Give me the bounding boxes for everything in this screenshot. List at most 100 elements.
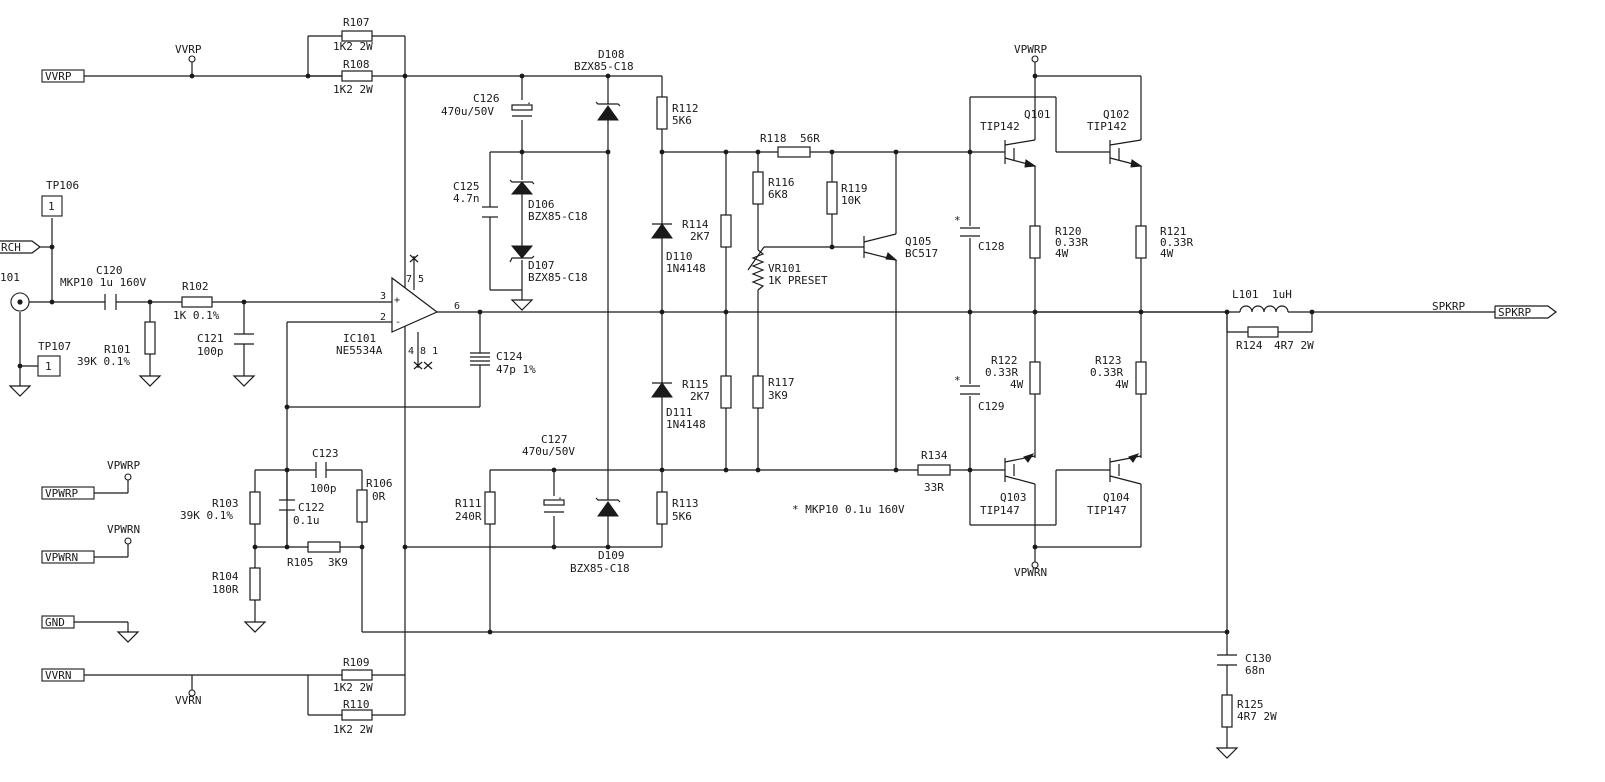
r102-val: 1K 0.1%: [173, 309, 220, 322]
c128-ref: C128: [978, 240, 1005, 253]
r116-val: 6K8: [768, 188, 788, 201]
ic101-part: NE5534A: [336, 344, 383, 357]
port-vpwrn-label: VPWRN: [45, 551, 78, 564]
d109-val: BZX85-C18: [570, 562, 630, 575]
r123-val2: 4W: [1115, 378, 1129, 391]
opamp-pin6: 6: [454, 301, 460, 312]
r113-body: [656, 491, 668, 525]
r134-val: 33R: [924, 481, 944, 494]
r120-val: 0.33R: [1055, 236, 1088, 249]
r101-val: 39K 0.1%: [77, 355, 130, 368]
q104-ref: Q104: [1103, 491, 1130, 504]
c121-val: 100p: [197, 345, 224, 358]
l101-ref: L101: [1232, 288, 1259, 301]
c120-val: MKP10 1u 160V: [60, 276, 146, 289]
r114-ref: R114: [682, 218, 709, 231]
c126-polarity: .: [526, 96, 532, 107]
r134-body: [917, 464, 951, 476]
c126-ref: C126: [473, 92, 500, 105]
jack-label: 101: [0, 271, 20, 284]
l101-val: 1uH: [1272, 288, 1292, 301]
r120-val2: 4W: [1055, 247, 1069, 260]
r109-body: [341, 669, 373, 681]
r108-body: [341, 70, 373, 82]
r110-ref: R110: [343, 698, 370, 711]
r114-body: [720, 214, 732, 248]
d106-val: BZX85-C18: [528, 210, 588, 223]
l101-coil: [1239, 305, 1290, 313]
r121-val: 0.33R: [1160, 236, 1193, 249]
r113-ref: R113: [672, 497, 699, 510]
port-vvrn: VVRN: [41, 668, 85, 682]
q103-ref: Q103: [1000, 491, 1027, 504]
port-rch: RCH: [0, 240, 41, 254]
r108-ref: R108: [343, 58, 370, 71]
r104-val: 180R: [212, 583, 239, 596]
r117-val: 3K9: [768, 389, 788, 402]
vr101-ref: VR101: [768, 262, 801, 275]
port-vpwrp-label: VPWRP: [45, 487, 78, 500]
rail-spkrp-label: SPKRP: [1432, 300, 1465, 313]
r116-body: [752, 171, 764, 205]
port-vpwrn: VPWRN: [41, 550, 95, 564]
vr101-symbol: [747, 246, 765, 291]
c121-ref: C121: [197, 332, 224, 345]
ground-symbols: [8, 299, 1239, 759]
r120-ref: R120: [1055, 225, 1082, 238]
r109-val: 1K2 2W: [333, 681, 373, 694]
r117-body: [752, 375, 764, 409]
r125-val: 4R7 2W: [1237, 710, 1277, 723]
r115-body: [720, 375, 732, 409]
q102-val: TIP142: [1087, 120, 1127, 133]
r112-ref: R112: [672, 102, 699, 115]
q104-val: TIP147: [1087, 504, 1127, 517]
c122-ref: C122: [298, 501, 325, 514]
r134-ref: R134: [921, 449, 948, 462]
port-vvrp: VVRP: [41, 69, 85, 83]
r111-val: 240R: [455, 510, 482, 523]
r125-body: [1221, 694, 1233, 728]
r124-val: 4R7 2W: [1274, 339, 1314, 352]
d111-ref: D111: [666, 406, 693, 419]
r103-ref: R103: [212, 497, 239, 510]
input-jack: 101: [0, 271, 30, 312]
r107-ref: R107: [343, 16, 370, 29]
port-gnd-label: GND: [45, 616, 65, 629]
r101-body: [144, 321, 156, 355]
d106-ref: D106: [528, 198, 555, 211]
opamp-pins-top: 7 5: [406, 274, 424, 285]
tp106-label: TP106: [46, 179, 79, 192]
r109-ref: R109: [343, 656, 370, 669]
c120-ref: C120: [96, 264, 123, 277]
r119-val: 10K: [841, 194, 861, 207]
transistor-q102: [1109, 139, 1143, 168]
r113-val: 5K6: [672, 510, 692, 523]
opamp-pins-bottom: 4 8 1: [408, 346, 438, 357]
c125-val: 4.7n: [453, 192, 480, 205]
r106-val: 0R: [372, 490, 386, 503]
rail-labels: VVRP VVRN VPWRP VPWRN VPWRP VPWRN SPKRP: [107, 43, 1465, 707]
capacitors: . .: [104, 96, 1237, 666]
q103-val: TIP147: [980, 504, 1020, 517]
r105-ref: R105: [287, 556, 314, 569]
r110-body: [341, 709, 373, 721]
r107-body: [341, 30, 373, 42]
port-gnd: GND: [41, 615, 75, 629]
c124-val: 47p 1%: [496, 363, 536, 376]
r121-val2: 4W: [1160, 247, 1174, 260]
r124-ref: R124: [1236, 339, 1263, 352]
q105-val: BC517: [905, 247, 938, 260]
port-spkrp-label: SPKRP: [1498, 306, 1531, 319]
r121-body: [1135, 225, 1147, 259]
q105-ref: Q105: [905, 235, 932, 248]
diodes: [509, 101, 673, 517]
ic101-ref: IC101: [343, 332, 376, 345]
tp106-pin: 1: [48, 200, 55, 213]
r106-body: [356, 489, 368, 523]
c128-star: *: [954, 214, 961, 227]
c125-ref: C125: [453, 180, 480, 193]
r103-val: 39K 0.1%: [180, 509, 233, 522]
rail-vpwrn-label: VPWRN: [1014, 566, 1047, 579]
testpoint-tp106: TP106 1: [41, 179, 79, 217]
